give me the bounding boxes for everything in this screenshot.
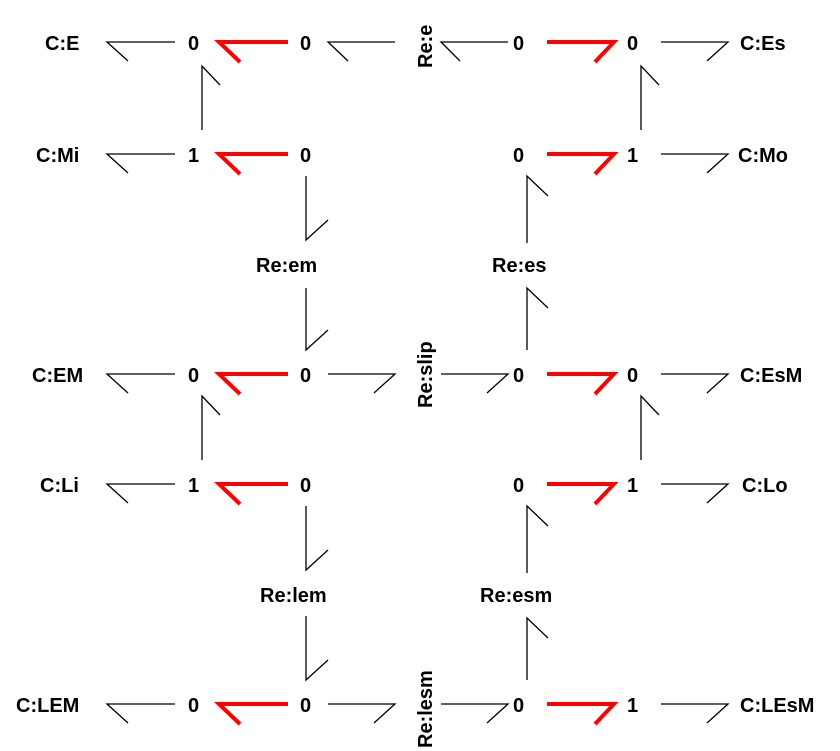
bond [105, 41, 175, 62]
bond [105, 153, 175, 174]
junction-0: 0 [300, 33, 311, 55]
junction-0: 0 [513, 145, 524, 167]
node-c-lem: C:LEM [16, 695, 79, 717]
node-c-mo: C:Mo [738, 145, 788, 167]
bond-highlight [547, 372, 619, 396]
junction-0: 0 [300, 365, 311, 387]
node-re-lem: Re:lem [260, 585, 327, 607]
node-c-es: C:Es [740, 33, 786, 55]
bond [105, 373, 175, 394]
node-c-li: C:Li [40, 475, 79, 497]
bond [661, 483, 730, 504]
bond [661, 373, 730, 394]
bond-highlight [547, 702, 619, 726]
bond [439, 41, 508, 62]
bond [526, 286, 549, 350]
node-c-esm: C:EsM [740, 365, 802, 387]
bond [105, 703, 175, 724]
node-re-es: Re:es [492, 255, 546, 277]
junction-1: 1 [188, 475, 199, 497]
bond [640, 394, 660, 460]
junction-0: 0 [300, 475, 311, 497]
node-re-slip: Re:slip [415, 341, 437, 408]
bond-highlight [214, 372, 288, 396]
bond [526, 616, 549, 680]
junction-0: 0 [627, 365, 638, 387]
bond-highlight [547, 40, 619, 64]
node-re-esm: Re:esm [480, 585, 552, 607]
bond [326, 41, 395, 62]
bond [305, 288, 329, 352]
bond-highlight [547, 482, 619, 506]
node-c-lesm: C:LEsM [740, 695, 814, 717]
bond-highlight [214, 482, 288, 506]
bond [441, 373, 510, 394]
bond [305, 506, 329, 572]
node-re-em: Re:em [256, 255, 317, 277]
junction-0: 0 [513, 695, 524, 717]
bond [201, 394, 221, 460]
junction-0: 0 [188, 33, 199, 55]
node-c-lo: C:Lo [742, 475, 788, 497]
junction-0: 0 [513, 475, 524, 497]
node-c-mi: C:Mi [36, 145, 79, 167]
bond [328, 703, 397, 724]
bond [526, 174, 549, 243]
bond [640, 64, 660, 130]
bond-highlight [214, 152, 288, 176]
bond [526, 504, 549, 573]
bond-highlight [214, 702, 288, 726]
node-re-e: Re:e [415, 25, 437, 68]
node-re-lesm: Re:lesm [415, 670, 437, 748]
junction-0: 0 [188, 365, 199, 387]
bond [441, 703, 510, 724]
bond [661, 703, 730, 724]
junction-1: 1 [627, 695, 638, 717]
node-c-e: C:E [45, 33, 79, 55]
junction-0: 0 [300, 695, 311, 717]
junction-1: 1 [627, 145, 638, 167]
junction-0: 0 [188, 695, 199, 717]
bond [201, 64, 221, 130]
junction-1: 1 [627, 475, 638, 497]
junction-0: 0 [513, 33, 524, 55]
junction-0: 0 [300, 145, 311, 167]
junction-0: 0 [513, 365, 524, 387]
bond [305, 176, 329, 242]
junction-0: 0 [627, 33, 638, 55]
bond-highlight [547, 152, 619, 176]
junction-1: 1 [188, 145, 199, 167]
bond-highlight [214, 40, 288, 64]
bond [305, 616, 329, 682]
bond [328, 373, 397, 394]
bond [661, 153, 730, 174]
node-c-em: C:EM [32, 365, 83, 387]
bond [661, 41, 730, 62]
bond [105, 483, 175, 504]
